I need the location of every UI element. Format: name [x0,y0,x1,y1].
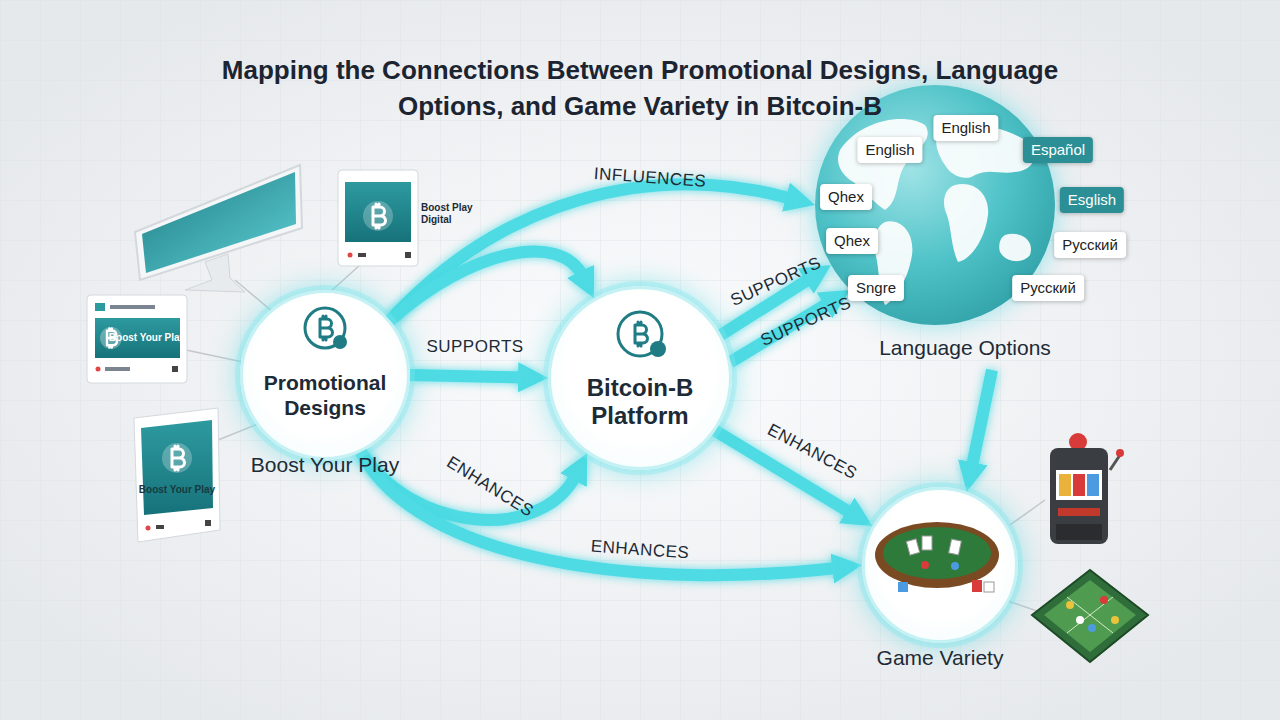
language-bubble: Esglish [1060,187,1124,213]
promo-card [87,295,187,383]
bitcoin-icon [618,312,666,357]
circle-shape [862,487,1018,643]
language-bubble: English [857,137,922,163]
circle-node: Promotional DesignsBoost Your Play [240,290,410,490]
card-text: Boost Play Digital [421,202,479,226]
slot-machine [1050,433,1124,544]
node-title: Promotional Designs [250,370,400,420]
edge-label: SUPPORTS [426,337,523,357]
language-bubble: Qhex [820,184,872,210]
promo-card [134,408,220,542]
card-text: Boost Your Play [139,484,215,496]
edge-label: ENHANCES [443,452,537,521]
language-bubble: Русский [1012,275,1084,301]
globe-node: Language Options [810,80,1120,370]
flow-arrow [390,251,583,320]
promo-card [338,170,418,266]
bitcoin-icon [305,308,347,349]
edge-label: ENHANCES [590,537,690,564]
card-text: Boost Your Play [109,332,185,344]
flow-arrow [731,302,830,362]
language-bubble: Русский [1054,232,1126,258]
globe-continents [838,119,1034,305]
node-title: Bitcoin-B Platform [560,374,720,430]
flow-arrow [972,370,992,468]
language-bubble: Español [1023,137,1093,163]
node-subtitle: Boost Your Play [210,452,440,478]
node-title: Game Variety [832,645,1048,671]
circle-node: Bitcoin-B Platform [548,286,732,470]
edge-label: SUPPORTS [728,253,825,311]
language-bubble: Qhex [826,228,878,254]
monitor-illustration [135,165,302,292]
edge-label: SUPPORTS [758,293,855,351]
edge-label: ENHANCES [764,420,860,484]
diagram-title: Mapping the Connections Between Promotio… [200,52,1080,124]
edge-label: INFLUENCES [593,164,707,192]
flow-arrow [410,375,524,378]
language-bubble: English [933,115,998,141]
language-bubble: Sngre [848,275,904,301]
board-game [1032,570,1148,662]
flow-arrow [715,431,852,514]
flow-arrow [361,452,838,575]
circle-node: Game Variety [862,487,1018,672]
node-title: Language Options [810,335,1120,361]
poker-table [875,522,999,592]
